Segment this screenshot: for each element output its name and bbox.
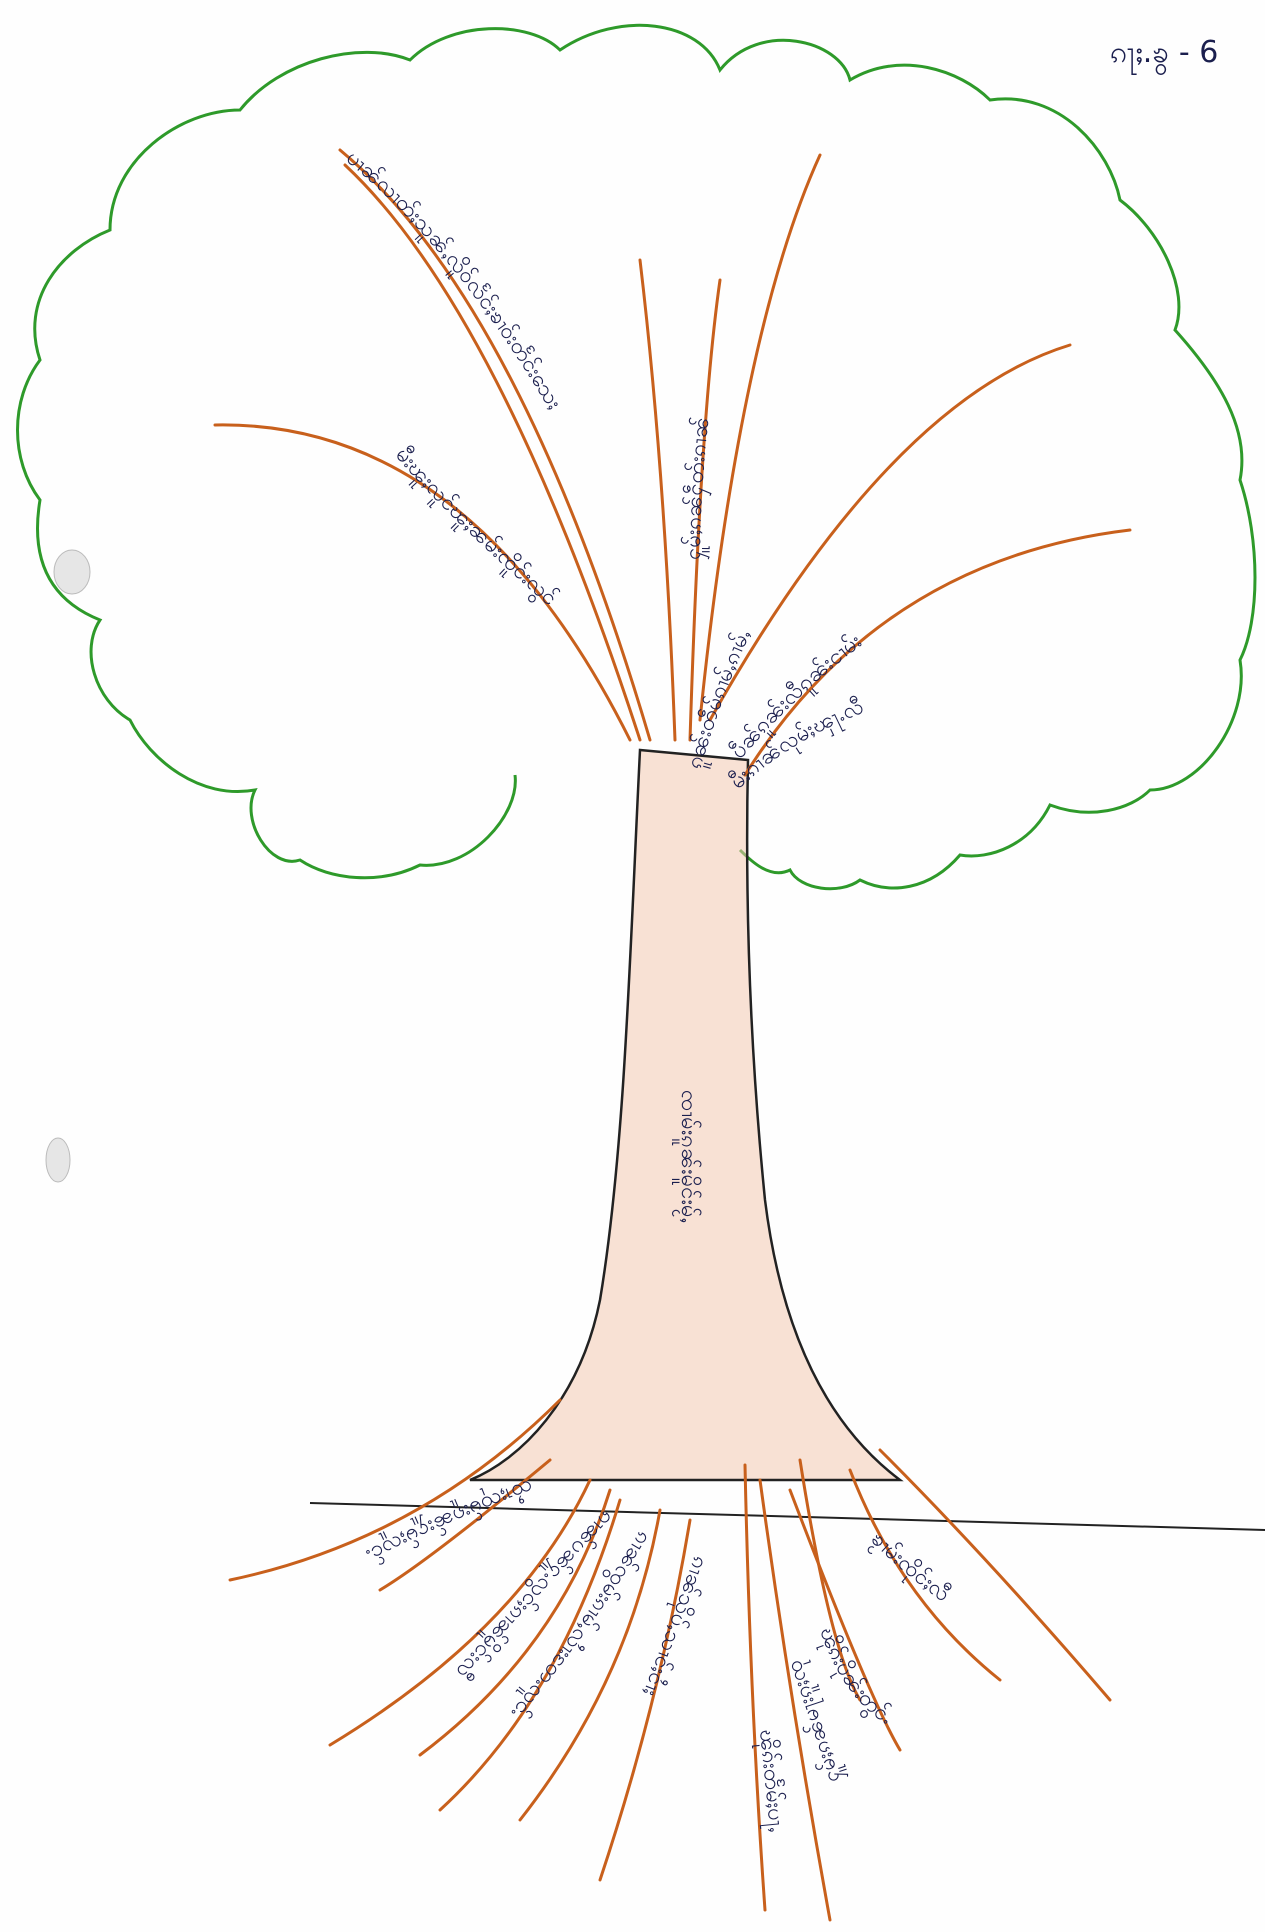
punch-hole [46, 1138, 70, 1182]
punch-hole [54, 550, 90, 594]
branch-lines [215, 150, 1130, 775]
branch-label: ပၢၼ်လၢတ်ႈသူၼ်ႇလိူဝ်လႅင်ႈၶၢဝ်းတႅင်းသေႈ [341, 145, 566, 414]
page-corner-label: ၵႃႈ.ၶွ - 6 [1110, 35, 1218, 76]
canopy-outline [18, 25, 1256, 888]
root-label: ၵၢၼ်သိုပ်ႇသၢင်ႈငၢႆႈ [638, 1553, 713, 1700]
branch-label: ႁူမ်ႈၵၼ်ႁဵတ်းၵၢၼ် [680, 415, 715, 560]
branch-labels: မီးၽူႈလူင်ၽူႈၼမ်းၸိူင်းလွင် ပၢၼ်လၢတ်ႈသူၼ… [341, 145, 867, 794]
root-label: ၶႂၢမ်းၸိုင်ႈလီ [862, 1526, 955, 1607]
